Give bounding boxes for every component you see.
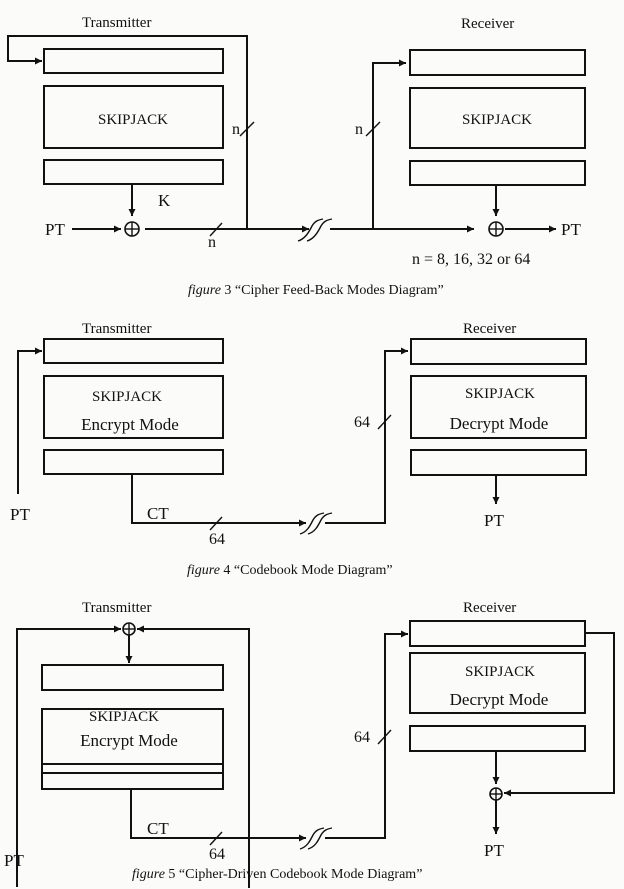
fig3-tx-skipjack-label: SKIPJACK: [98, 112, 168, 128]
fig4-tx-skipjack-block: [43, 375, 224, 439]
fig3-key-label: K: [158, 191, 171, 210]
fig4-rx-skipjack-line1: SKIPJACK: [465, 386, 535, 402]
fig5-pt-input-path: [16, 625, 121, 887]
fig4-rx-output-register: [410, 449, 587, 476]
fig5-bus-slash-tx: [209, 831, 223, 846]
fig3-bus-label-main: n: [208, 234, 216, 251]
fig4-tx-skipjack-line1: SKIPJACK: [92, 389, 162, 405]
fig5-rx-input-register: [409, 620, 586, 647]
fig4-tx-input-register: [43, 338, 224, 364]
figure-5-cipher-driven-codebook: Transmitter Receiver PT SKIPJACK Encrypt…: [4, 600, 615, 888]
fig4-caption: figure 4 “Codebook Mode Diagram”: [187, 563, 393, 578]
fig3-caption: figure 3 “Cipher Feed-Back Modes Diagram…: [188, 283, 444, 298]
fig3-receiver-label: Receiver: [461, 16, 514, 32]
fig3-bus-slash: [239, 121, 255, 137]
fig4-tx-output-register: [43, 449, 224, 475]
fig3-n-note: n = 8, 16, 32 or 64: [412, 251, 530, 268]
fig4-transmitter-label: Transmitter: [82, 321, 151, 337]
fig4-bus-label-rx: 64: [354, 414, 370, 431]
fig5-output-pt: PT: [484, 841, 504, 860]
fig3-tx-input-register: [43, 48, 224, 74]
fig5-tx-skipjack-block: [41, 708, 224, 774]
fig3-rx-xor-icon: [488, 221, 504, 237]
fig4-receiver-label: Receiver: [463, 321, 516, 337]
fig4-output-pt: PT: [484, 511, 504, 530]
fig3-tx-xor-icon: [124, 221, 140, 237]
fig4-rx-skipjack-block: [410, 375, 587, 439]
fig5-rx-feedback-path: [504, 632, 615, 797]
fig5-rx-output-register: [409, 725, 586, 752]
fig3-rx-feedback-path: [372, 59, 406, 229]
fig3-transmitter-label: Transmitter: [82, 15, 151, 31]
fig4-caption-prefix: figure: [187, 563, 220, 578]
fig5-caption: figure 5 “Cipher-Driven Codebook Mode Di…: [132, 867, 422, 882]
fig3-caption-text: 3 “Cipher Feed-Back Modes Diagram”: [221, 283, 444, 298]
fig5-transmitter-label: Transmitter: [82, 600, 151, 616]
fig3-rx-output-register: [409, 160, 586, 186]
fig3-caption-prefix: figure: [188, 283, 221, 298]
fig4-input-pt: PT: [10, 505, 30, 524]
figure-4-codebook: Transmitter Receiver SKIPJACK Encrypt Mo…: [10, 321, 587, 578]
fig3-tx-output-register: [43, 159, 224, 185]
fig3-input-pt: PT: [45, 220, 65, 239]
fig5-rx-skipjack-line1: SKIPJACK: [465, 664, 535, 680]
fig5-ct-label: CT: [147, 819, 169, 838]
fig4-rx-input-path: [325, 347, 408, 524]
fig4-pt-input-path: [17, 347, 42, 494]
fig5-caption-prefix: figure: [132, 867, 165, 882]
fig4-caption-text: 4 “Codebook Mode Diagram”: [220, 563, 393, 578]
fig4-rx-input-register: [410, 338, 587, 365]
fig5-rx-xor-icon: [489, 787, 503, 801]
fig3-bus-slash-rx: [365, 121, 381, 137]
fig5-tx-feedback-path: [137, 625, 250, 888]
fig5-caption-text: 5 “Cipher-Driven Codebook Mode Diagram”: [165, 867, 422, 882]
figure-3-cfb: Transmitter Receiver SKIPJACK n K PT n: [7, 15, 586, 298]
fig5-ciphertext-line: [130, 789, 306, 842]
fig3-channel-break-icon: [297, 218, 333, 242]
fig5-bus-label-tx: 64: [209, 846, 225, 863]
fig3-bus-slash-main: [209, 222, 223, 237]
fig5-tx-input-register: [41, 664, 224, 691]
fig4-ciphertext-line: [131, 474, 306, 527]
fig5-tx-skipjack-line1: SKIPJACK: [89, 709, 159, 725]
fig3-rx-input-register: [409, 49, 586, 76]
fig3-rx-skipjack-block: [409, 87, 586, 149]
fig5-tx-skipjack-line2: Encrypt Mode: [80, 731, 178, 750]
fig5-channel-break-icon: [299, 827, 333, 850]
fig3-output-pt: PT: [561, 220, 581, 239]
fig3-tx-skipjack-block: [43, 85, 224, 149]
fig5-tx-xor-icon: [122, 622, 136, 636]
fig5-bus-slash-rx: [377, 729, 392, 745]
fig5-bus-label-rx: 64: [354, 729, 370, 746]
fig4-bus-label-tx: 64: [209, 531, 225, 548]
fig5-receiver-label: Receiver: [463, 600, 516, 616]
fig5-tx-output-register: [41, 763, 224, 790]
fig3-rx-skipjack-label: SKIPJACK: [462, 112, 532, 128]
fig4-bus-slash-rx: [377, 414, 392, 430]
fig5-input-pt: PT: [4, 851, 24, 870]
fig3-bus-label-rx: n: [355, 121, 363, 138]
fig5-rx-skipjack-block: [409, 652, 586, 714]
fig5-rx-skipjack-line2: Decrypt Mode: [450, 690, 549, 709]
fig4-bus-slash-tx: [209, 516, 223, 531]
fig3-bus-label-feedback: n: [232, 121, 240, 138]
fig3-feedback-path: [7, 35, 248, 228]
fig4-ct-label: CT: [147, 504, 169, 523]
fig4-channel-break-icon: [299, 512, 333, 535]
fig4-rx-skipjack-line2: Decrypt Mode: [450, 414, 549, 433]
fig4-tx-skipjack-line2: Encrypt Mode: [81, 415, 179, 434]
